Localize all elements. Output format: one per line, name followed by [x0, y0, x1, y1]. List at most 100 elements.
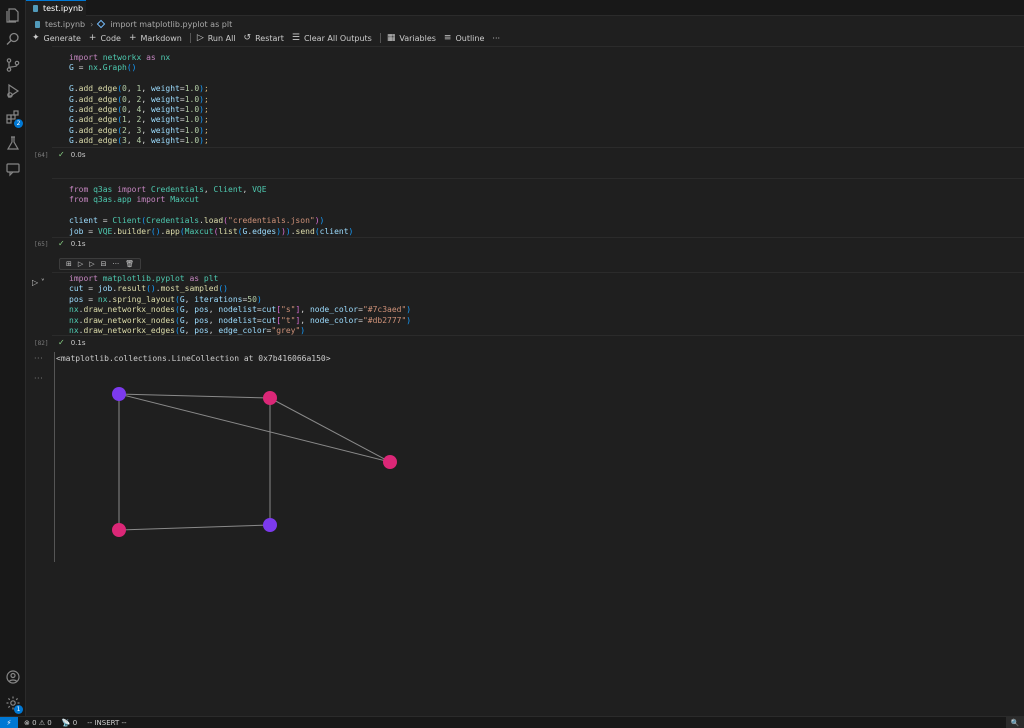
editor-tab-bar: test.ipynb — [26, 0, 1024, 16]
account-icon[interactable] — [0, 664, 26, 690]
testing-icon[interactable] — [0, 130, 26, 156]
run-debug-icon[interactable] — [0, 78, 26, 104]
run-all-label: Run All — [207, 33, 236, 43]
output-more-icon[interactable]: ··· — [34, 374, 44, 383]
restart-button[interactable]: ↺Restart — [244, 33, 284, 43]
variables-icon: ▦ — [386, 33, 396, 43]
warning-icon: ⚠ — [36, 718, 48, 727]
notebook-file-icon — [33, 5, 38, 12]
toolbar-divider — [379, 33, 381, 43]
output-text: <matplotlib.collections.LineCollection a… — [56, 354, 331, 363]
execute-above-icon[interactable]: ⊞ — [66, 260, 72, 268]
execution-count: [82] — [34, 340, 49, 347]
ports-icon: 📡 — [61, 718, 73, 727]
code-label: Code — [100, 33, 121, 43]
cell-3-output: <matplotlib.collections.LineCollection a… — [52, 350, 1024, 562]
graph-node — [383, 455, 397, 469]
graph-node — [112, 523, 126, 537]
extensions-icon[interactable]: 2 — [0, 104, 26, 130]
split-cell-icon[interactable]: ⊟ — [100, 260, 107, 268]
error-count: 0 — [32, 718, 37, 727]
execution-time: 0.0s — [70, 150, 86, 159]
code-cell-1[interactable]: import networkx as nx G = nx.Graph() G.a… — [26, 46, 1024, 162]
run-all-icon: ▷ — [196, 33, 204, 43]
settings-gear-icon[interactable]: 1 — [0, 690, 26, 716]
execution-count: [65] — [34, 241, 49, 248]
cell-toolbar: ⊞ ▷ ▷ ⊟ ··· 🗑 — [59, 258, 142, 270]
outline-button[interactable]: ≡Outline — [444, 33, 485, 43]
cell-1-editor[interactable]: import networkx as nx G = nx.Graph() G.a… — [52, 46, 1024, 148]
cell-2-code[interactable]: from q3as import Credentials, Client, VQ… — [69, 185, 354, 236]
graph-plot — [112, 387, 397, 537]
run-cell-button[interactable]: ▷ ˅ — [32, 278, 45, 287]
execute-cell-and-below-icon[interactable]: ▷ — [89, 260, 95, 268]
delete-cell-icon[interactable]: 🗑 — [125, 260, 135, 268]
clear-outputs-label: Clear All Outputs — [303, 33, 372, 43]
graph-node — [112, 387, 126, 401]
markdown-label: Markdown — [140, 33, 182, 43]
add-markdown-button[interactable]: +Markdown — [129, 33, 182, 43]
restart-label: Restart — [255, 33, 284, 43]
outline-icon: ≡ — [443, 33, 452, 43]
graph-node — [263, 518, 277, 532]
more-label: ··· — [492, 33, 501, 43]
notebook-editor: import networkx as nx G = nx.Graph() G.a… — [26, 46, 1024, 716]
settings-badge: 1 — [14, 705, 23, 714]
variables-button[interactable]: ▦Variables — [387, 33, 436, 43]
ports-count: 0 — [72, 718, 78, 727]
code-cell-3[interactable]: ⊞ ▷ ▷ ⊟ ··· 🗑 ▷ ˅ import matplotlib.pypl… — [26, 256, 1024, 352]
more-icon[interactable]: ··· — [112, 260, 120, 268]
execution-count: [64] — [34, 152, 49, 159]
graph-node — [263, 391, 277, 405]
problems-indicator[interactable]: ⊗ 0 ⚠ 0 — [24, 719, 52, 727]
extensions-badge: 2 — [14, 119, 23, 128]
graph-edge — [118, 393, 391, 463]
cell-focus-indicator — [54, 352, 55, 562]
add-code-button[interactable]: +Code — [89, 33, 121, 43]
sparkle-icon: ✦ — [32, 33, 40, 43]
check-icon: ✓ — [58, 150, 65, 159]
search-icon[interactable] — [0, 26, 26, 52]
output-more-icon[interactable]: ··· — [34, 354, 44, 363]
execute-below-icon[interactable]: ▷ — [77, 260, 84, 268]
zoom-icon[interactable]: 🔍 — [1006, 717, 1024, 728]
cell-1-code[interactable]: import networkx as nx G = nx.Graph() G.a… — [69, 53, 209, 146]
execution-time: 0.1s — [70, 338, 86, 347]
graph-edge — [269, 397, 391, 463]
chat-icon[interactable] — [0, 156, 26, 182]
breadcrumb-file[interactable]: test.ipynb — [45, 19, 86, 29]
cell-1-status: ✓ 0.0s — [58, 150, 85, 159]
notebook-toolbar: ✦Generate +Code +Markdown ▷Run All ↺Rest… — [26, 31, 1024, 45]
generate-label: Generate — [43, 33, 81, 43]
variables-label: Variables — [399, 33, 436, 43]
chevron-right-icon: › — [90, 19, 94, 29]
cell-3-code[interactable]: import matplotlib.pyplot as plt cut = jo… — [69, 274, 412, 336]
graph-edge — [118, 524, 271, 531]
cell-2-editor[interactable]: from q3as import Credentials, Client, VQ… — [52, 178, 1024, 238]
source-control-icon[interactable] — [0, 52, 26, 78]
clear-all-icon: ☰ — [291, 33, 300, 43]
execution-time: 0.1s — [70, 239, 86, 248]
status-bar: ⚡ ⊗ 0 ⚠ 0 📡 0 -- INSERT -- 🔍 — [0, 716, 1024, 728]
code-cell-icon — [97, 19, 106, 29]
vim-mode: -- INSERT -- — [87, 718, 127, 727]
toolbar-divider — [189, 33, 191, 43]
restart-icon: ↺ — [243, 33, 252, 43]
run-all-button[interactable]: ▷Run All — [197, 33, 236, 43]
plus-icon: + — [88, 33, 97, 43]
error-icon: ⊗ — [24, 718, 33, 727]
tab-test-ipynb[interactable]: test.ipynb — [26, 0, 86, 16]
explorer-icon[interactable] — [0, 2, 26, 28]
breadcrumb: test.ipynb › import matplotlib.pyplot as… — [26, 17, 1024, 31]
plus-icon: + — [128, 33, 137, 43]
check-icon: ✓ — [58, 239, 65, 248]
breadcrumb-cell[interactable]: import matplotlib.pyplot as plt — [110, 19, 233, 29]
more-actions-button[interactable]: ··· — [492, 34, 500, 43]
ports-indicator[interactable]: 📡 0 — [62, 719, 77, 727]
clear-all-outputs-button[interactable]: ☰Clear All Outputs — [292, 33, 372, 43]
cell-2-status: ✓ 0.1s — [58, 239, 85, 248]
remote-indicator-icon[interactable]: ⚡ — [0, 716, 18, 728]
generate-button[interactable]: ✦Generate — [32, 33, 81, 43]
cell-3-editor[interactable]: import matplotlib.pyplot as plt cut = jo… — [52, 272, 1024, 336]
code-cell-2[interactable]: from q3as import Credentials, Client, VQ… — [26, 178, 1024, 250]
